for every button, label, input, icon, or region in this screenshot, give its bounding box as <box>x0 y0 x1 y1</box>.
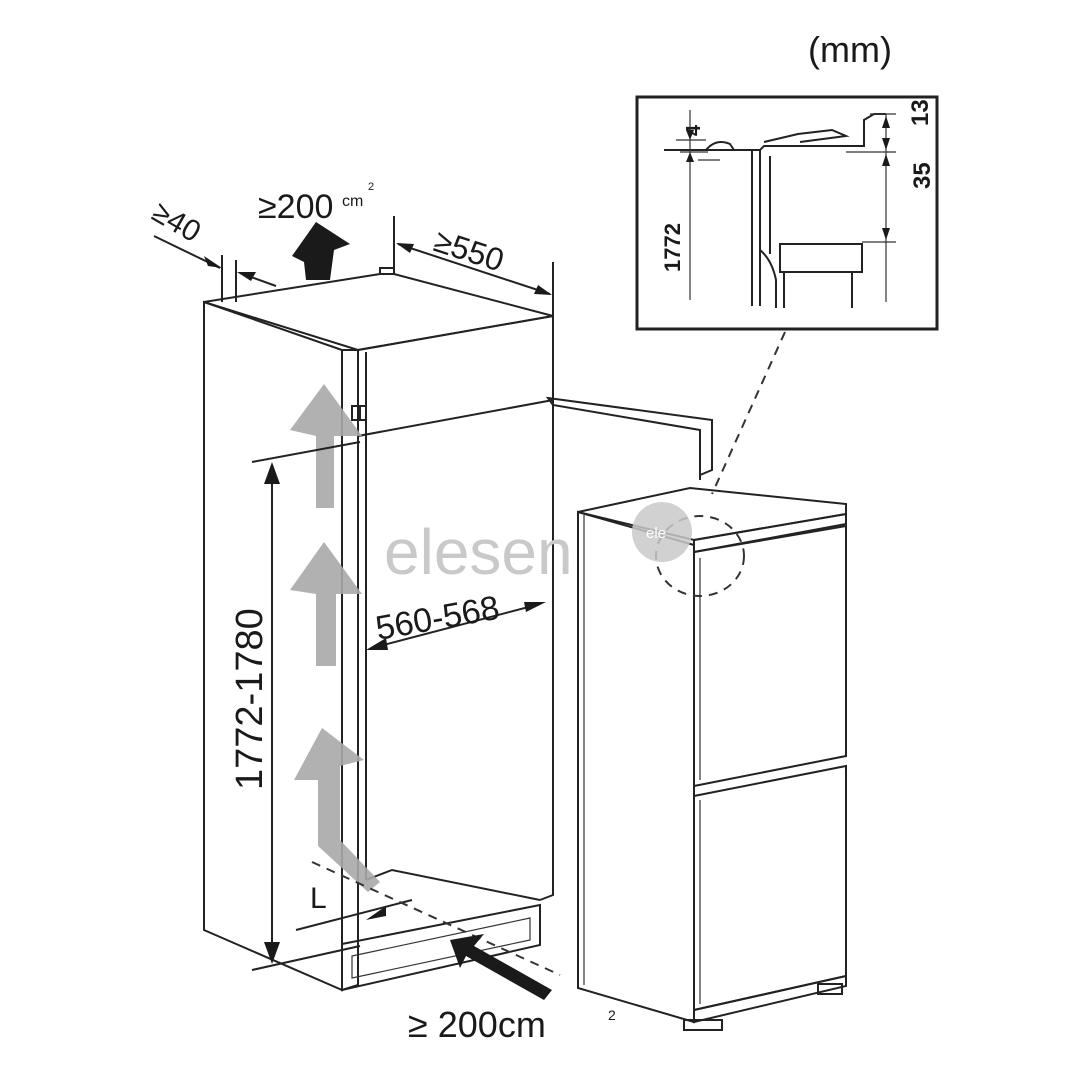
plinth-gap-label: L <box>310 882 327 915</box>
niche-cabinet <box>203 267 713 992</box>
top-vent-label: ≥200 <box>258 188 333 226</box>
fridge-appliance <box>577 486 847 1031</box>
bottom-vent-arrow <box>450 934 552 1000</box>
detail-dim-1772: 1772 <box>660 223 685 272</box>
rear-gap-label: ≥40 <box>147 195 207 249</box>
plinth-gap <box>295 861 561 976</box>
niche-width-label: 560-568 <box>373 589 502 648</box>
width-dimension <box>366 602 546 650</box>
watermark-logo <box>632 502 692 562</box>
detail-dim-4: 4 <box>683 124 705 136</box>
watermark-logo-text: ele <box>646 525 666 542</box>
airflow-arrows <box>290 384 380 892</box>
detail-dim-35: 35 <box>909 162 936 189</box>
bottom-vent-label: ≥ 200cm <box>408 1004 546 1045</box>
units-label: (mm) <box>808 29 892 70</box>
top-vent-sup: 2 <box>368 181 374 193</box>
top-dimensions <box>153 216 554 316</box>
niche-height-label: 1772-1780 <box>229 608 271 790</box>
detail-box <box>635 95 939 331</box>
bottom-vent-sup: 2 <box>608 1007 616 1023</box>
depth-label: ≥550 <box>430 222 509 278</box>
watermark-text: elesen <box>384 516 573 588</box>
height-dimension <box>251 441 361 971</box>
detail-dim-13: 13 <box>907 99 934 126</box>
top-vent-unit: cm <box>342 193 363 210</box>
